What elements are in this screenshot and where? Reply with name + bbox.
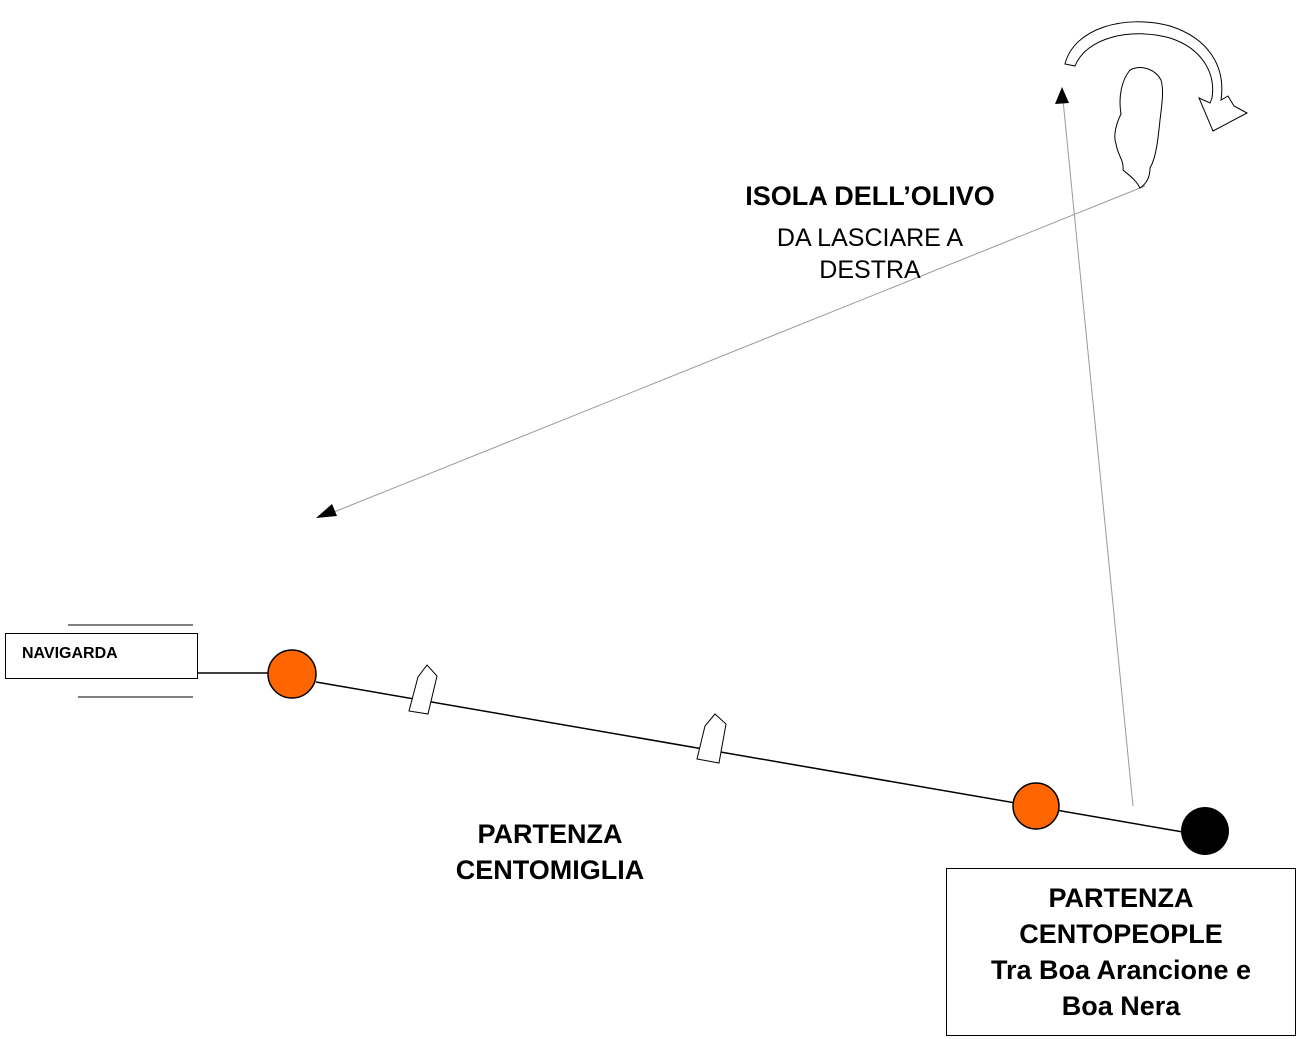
start-centomiglia-line: PARTENZA	[477, 819, 623, 849]
start-centopeople-line: CENTOPEOPLE	[1019, 919, 1223, 949]
island-instruction-line: DA LASCIARE A	[776, 224, 964, 252]
start-centopeople-box: PARTENZA CENTOPEOPLE Tra Boa Arancione e…	[946, 868, 1296, 1036]
navigarda-label: NAVIGARDA	[22, 645, 118, 662]
island-instruction: DA LASCIARE A DESTRA	[700, 222, 1040, 286]
start-centopeople-line: PARTENZA	[1048, 883, 1194, 913]
course-leg-to-island	[1062, 99, 1134, 807]
island-icon	[1114, 67, 1164, 189]
start-centomiglia-line: CENTOMIGLIA	[455, 855, 645, 885]
island-title: ISOLA DELL’OLIVO	[745, 181, 995, 211]
orange-buoy	[1012, 782, 1060, 830]
black-buoy	[1181, 807, 1229, 855]
start-centopeople-line: Boa Nera	[1061, 991, 1181, 1021]
rounding-arrow-icon	[1064, 21, 1249, 132]
navigarda-boat	[5, 633, 198, 679]
arrowhead-up	[1055, 87, 1069, 104]
orange-buoy	[267, 649, 317, 699]
start-centopeople-line: Tra Boa Arancione e	[990, 955, 1252, 985]
island-instruction-line: DESTRA	[819, 256, 921, 284]
boat-icon	[696, 713, 727, 764]
boat-icon	[408, 664, 438, 715]
arrowhead-down-left	[316, 504, 337, 518]
start-centomiglia-label: PARTENZA CENTOMIGLIA	[380, 816, 720, 888]
course-leg-from-island	[333, 185, 1146, 513]
